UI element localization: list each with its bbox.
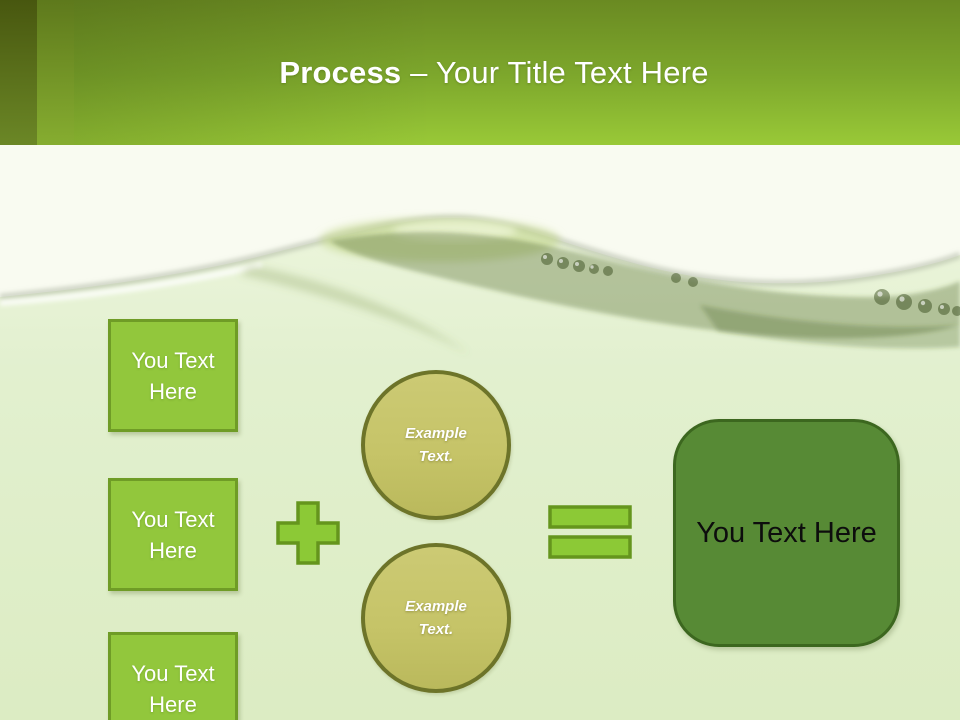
slide-header: Process – Your Title Text Here [0, 0, 960, 145]
example-circle-label: Example Text. [405, 425, 467, 465]
text-placeholder-label: You Text Here [131, 506, 215, 563]
title-container: Process – Your Title Text Here [0, 0, 960, 145]
text-placeholder-label: You Text Here [131, 660, 215, 717]
header-stripe-dark [0, 0, 37, 145]
text-placeholder-box-1: You Text Here [108, 319, 238, 432]
result-box: You Text Here [673, 419, 900, 647]
example-circle-2: Example Text. [361, 543, 511, 693]
plus-icon-shape [276, 501, 340, 565]
example-circle-1: Example Text. [361, 370, 511, 520]
wave-dark-swoosh [330, 231, 960, 339]
slide-title-keyword: Process [279, 54, 402, 90]
text-placeholder-label: You Text Here [131, 347, 215, 404]
wave-surface-highlight [0, 262, 263, 306]
slide-title: Process – Your Title Text Here [279, 55, 708, 91]
wave-dark-swoosh-tail [700, 305, 960, 349]
result-box-label: You Text Here [696, 516, 877, 549]
header-stripe-medium [37, 0, 74, 145]
equals-icon-shape [548, 505, 632, 559]
wave-swoosh-underside [240, 265, 470, 355]
text-placeholder-box-3: You Text Here [108, 632, 238, 720]
slide-body: You Text Here You Text Here You Text Her… [0, 145, 960, 720]
slide-title-subtitle: – Your Title Text Here [401, 54, 709, 90]
example-circle-label: Example Text. [405, 598, 467, 638]
plus-icon [275, 500, 341, 566]
bubble-highlights-decoration [543, 255, 944, 309]
equals-icon [548, 505, 632, 563]
text-placeholder-box-2: You Text Here [108, 478, 238, 591]
